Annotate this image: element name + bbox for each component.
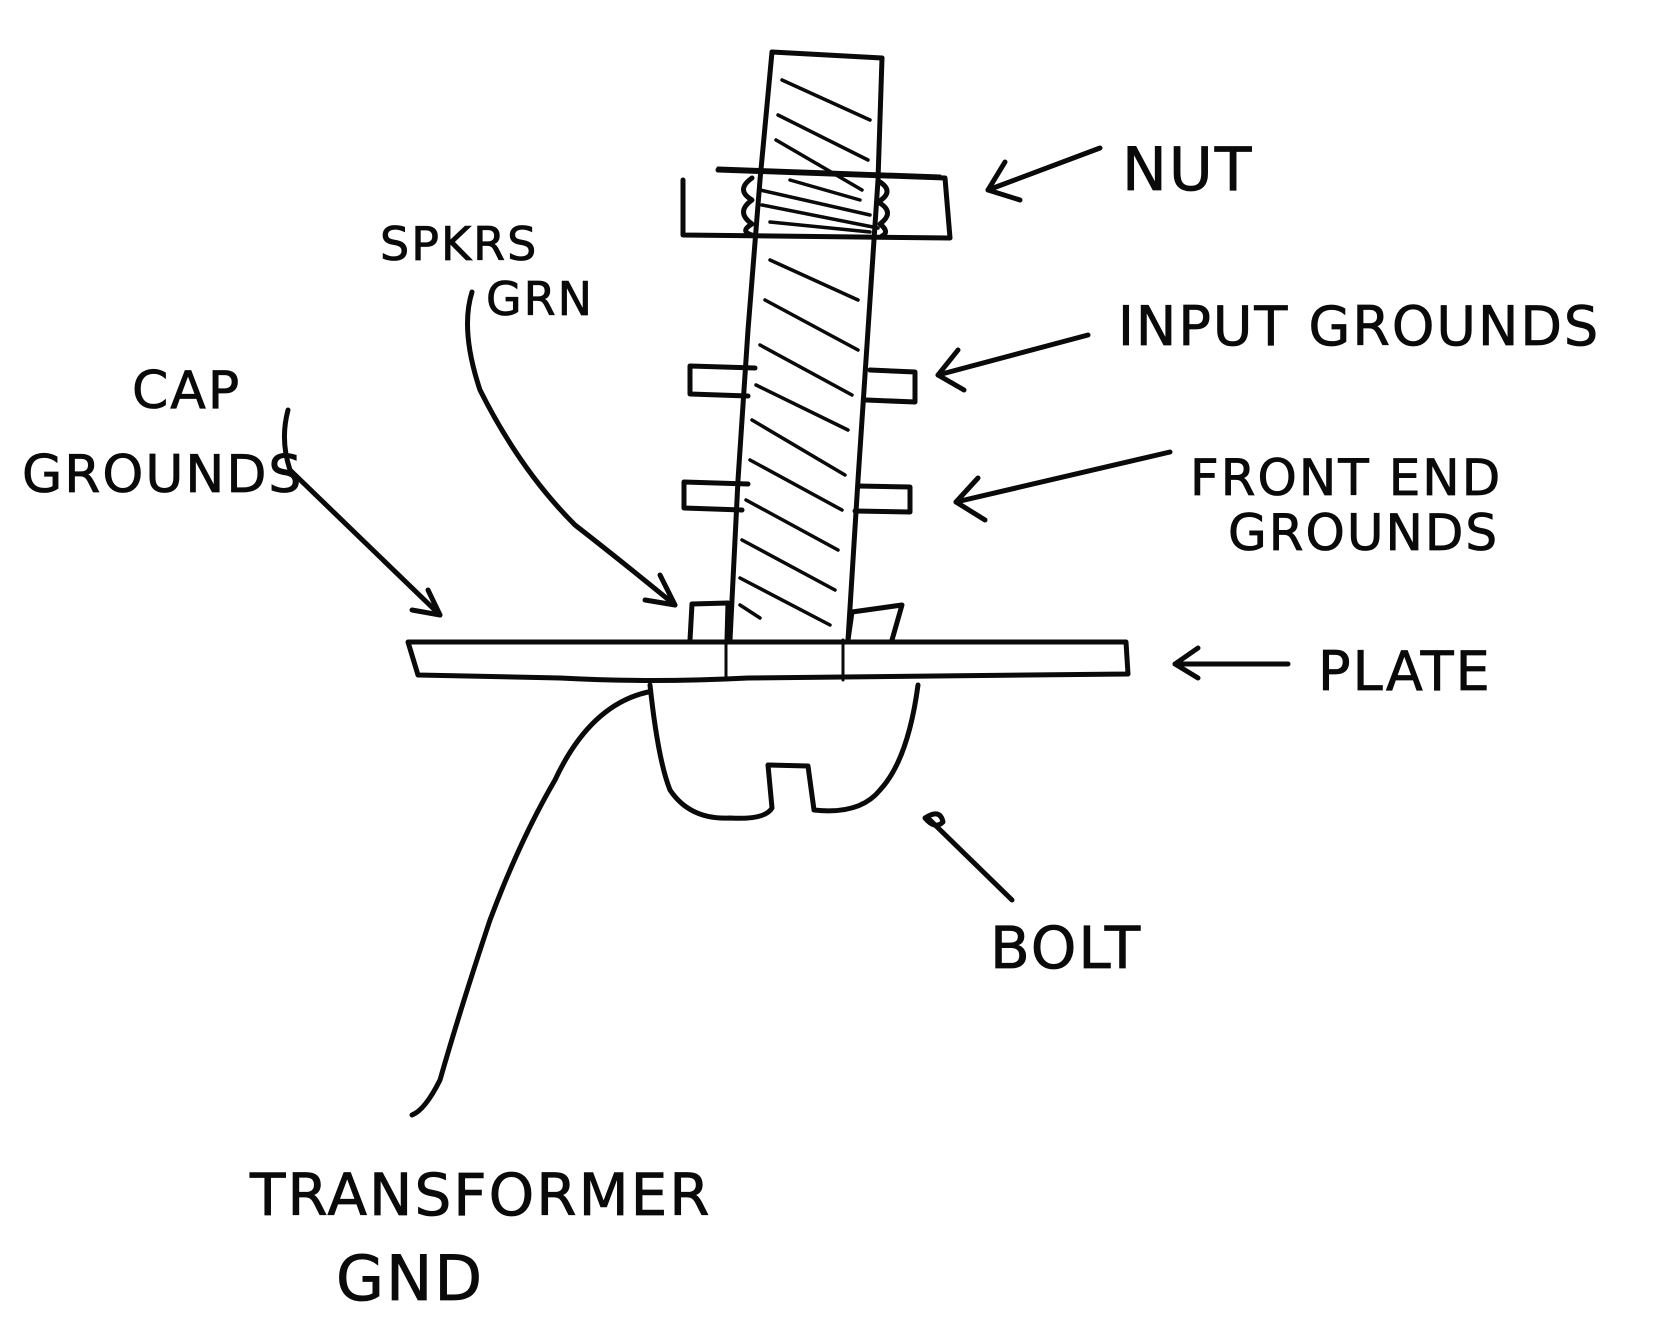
front-end-grounds-label-line2: GROUNDS [1228,504,1499,562]
speaker-ground-lugs [687,600,905,643]
transformer-gnd-label-line1: TRANSFORMER [249,1161,712,1229]
bolt-thread-hatching [738,78,872,627]
plate [405,638,1131,683]
nut-arrow [985,145,1103,203]
bolt-shaft [727,49,885,643]
input-grounds-arrow [935,332,1091,393]
plate-arrow [1172,645,1291,681]
input-grounds-label: INPUT GROUNDS [1118,295,1600,358]
cap-grounds-arrow [282,407,443,618]
spkrs-label-line1: SPKRS [380,217,538,271]
nut [680,166,953,241]
transformer-ground-wire [409,689,651,1118]
front-end-grounds-arrow [953,449,1173,523]
input-ground-lugs [687,363,918,405]
bolt-arrow [922,811,1015,903]
transformer-gnd-label-line2: GND [336,1242,484,1315]
spkrs-label-line2: GRN [486,272,594,326]
spkrs-grn-arrow [465,289,678,608]
bolt-label: BOLT [990,914,1142,982]
cap-grounds-label-line1: CAP [132,361,241,421]
plate-label: PLATE [1318,640,1492,703]
front-end-ground-lugs [681,479,913,515]
front-end-grounds-label-line1: FRONT END [1190,449,1502,507]
bolt-head [647,682,921,821]
cap-grounds-label-line2: GROUNDS [22,445,303,505]
nut-label: NUT [1122,135,1253,205]
